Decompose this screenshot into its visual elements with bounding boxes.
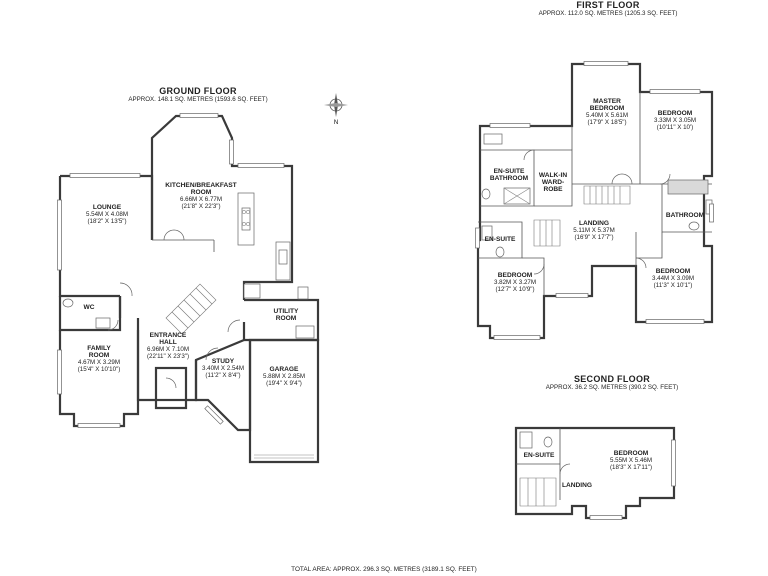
utility-sink bbox=[295, 325, 315, 339]
kitchen-sink bbox=[278, 249, 288, 265]
bedroom-ne-window bbox=[649, 89, 701, 94]
first-floor-outline bbox=[476, 62, 714, 340]
room-label-family: FAMILY ROOM 4.67M X 3.29M (15'4" X 10'10… bbox=[77, 345, 121, 373]
room-label-garage: GARAGE 5.88M X 2.85M (19'4" X 9'4") bbox=[263, 366, 305, 387]
kitchen-double-door bbox=[163, 229, 185, 241]
wc-walls bbox=[58, 296, 122, 332]
room-label-ensuite-bathroom: EN-SUITE BATHROOM bbox=[489, 168, 529, 182]
room-label-kitchen: KITCHEN/BREAKFAST ROOM 6.66M X 6.77M (21… bbox=[165, 182, 237, 210]
utility-unit bbox=[297, 286, 309, 300]
study-door bbox=[205, 347, 219, 361]
room-label-lounge: LOUNGE 5.54M X 4.08M (18'2" X 13'5") bbox=[86, 204, 128, 225]
room-label-bedroom-sw: BEDROOM 3.82M X 3.27M (12'7" X 10'9") bbox=[494, 272, 536, 293]
first-floor-area: APPROX. 112.0 SQ. METRES (1205.3 SQ. FEE… bbox=[538, 10, 678, 17]
bedroom-se-window bbox=[645, 319, 705, 324]
second-floor-area: APPROX. 36.2 SQ. METRES (390.2 SQ. FEET) bbox=[545, 384, 679, 391]
first-floor-heading: FIRST FLOOR APPROX. 112.0 SQ. METRES (12… bbox=[528, 0, 688, 17]
ensuite-second-toilet bbox=[543, 436, 553, 448]
second-floor-outline bbox=[514, 426, 676, 520]
ground-floor-heading: GROUND FLOOR APPROX. 148.1 SQ. METRES (1… bbox=[118, 86, 278, 103]
compass-icon: N bbox=[323, 92, 349, 126]
ground-floor-area: APPROX. 148.1 SQ. METRES (1593.6 SQ. FEE… bbox=[128, 96, 268, 103]
ground-floor-title: GROUND FLOOR bbox=[159, 86, 237, 96]
lounge-window bbox=[69, 173, 141, 178]
compass-north-label: N bbox=[334, 120, 338, 126]
second-floor-staircase bbox=[519, 477, 557, 507]
lounge-door bbox=[119, 282, 133, 297]
room-label-entrance-hall: ENTRANCE HALL 6.96M X 7.10M (22'11" X 23… bbox=[146, 332, 190, 360]
room-label-ensuite-first: EN-SUITE bbox=[484, 236, 516, 243]
kitchen-window bbox=[237, 163, 285, 168]
bedroom-ne-door bbox=[659, 173, 671, 185]
wc-basin bbox=[95, 317, 111, 329]
room-label-ensuite-second: EN-SUITE bbox=[523, 452, 555, 459]
wc-toilet bbox=[62, 298, 74, 308]
lounge-walls bbox=[58, 174, 154, 298]
first-floor-plan bbox=[475, 61, 714, 340]
bathroom-bath bbox=[667, 179, 709, 195]
family-side-window bbox=[57, 349, 62, 395]
second-floor-title: SECOND FLOOR bbox=[573, 374, 651, 384]
lounge-side-window bbox=[57, 199, 62, 271]
room-label-wc: WC bbox=[83, 304, 95, 311]
room-label-bathroom: BATHROOM bbox=[665, 212, 705, 219]
room-label-landing-second: LANDING bbox=[561, 482, 593, 489]
room-label-walk-in-wardrobe: WALK-IN WARD- ROBE bbox=[538, 172, 568, 193]
bedroom-second-window bbox=[589, 515, 623, 520]
kitchen-side-window bbox=[229, 139, 234, 165]
bathroom-toilet bbox=[688, 221, 700, 231]
study-walls bbox=[194, 340, 252, 432]
second-floor-plan bbox=[514, 426, 676, 520]
ensuite-first-shower bbox=[481, 225, 493, 241]
garage-walls bbox=[248, 338, 320, 464]
room-label-bedroom-second: BEDROOM 5.55M X 5.46M (18'3" X 17'11") bbox=[609, 450, 653, 471]
first-floor-staircase bbox=[583, 185, 631, 205]
room-label-landing-first: LANDING 5.11M X 5.37M (16'9" X 17'7") bbox=[573, 220, 615, 241]
room-label-master-bedroom: MASTER BEDROOM 5.40M X 5.61M (17'9" X 18… bbox=[586, 98, 628, 126]
hall-staircase bbox=[165, 283, 217, 335]
bedroom-second-door bbox=[559, 463, 571, 475]
fridge bbox=[243, 283, 261, 299]
master-double-door bbox=[611, 173, 633, 185]
bedroom-sw-window bbox=[493, 335, 541, 340]
utility-door bbox=[227, 319, 241, 333]
second-floor-heading: SECOND FLOOR APPROX. 36.2 SQ. METRES (39… bbox=[532, 374, 692, 391]
room-label-bedroom-ne: BEDROOM 3.33M X 3.05M (10'11" X 10') bbox=[654, 110, 696, 131]
total-area: TOTAL AREA: APPROX. 296.3 SQ. METRES (31… bbox=[291, 566, 477, 573]
room-label-bedroom-se: BEDROOM 3.44M X 3.09M (11'3" X 10'1") bbox=[652, 268, 694, 289]
room-label-study: STUDY 3.40M X 2.54M (11'2" X 8'4") bbox=[202, 358, 244, 379]
hob bbox=[241, 207, 251, 231]
kitchen-bay-window bbox=[179, 113, 219, 118]
front-door bbox=[165, 377, 177, 389]
ground-floor-plan bbox=[57, 113, 320, 464]
master-window bbox=[583, 61, 629, 66]
ensuite-second-shower bbox=[519, 431, 533, 449]
first-floor-title: FIRST FLOOR bbox=[576, 0, 640, 10]
porch bbox=[154, 366, 188, 402]
ensuite-bath-basin bbox=[483, 133, 503, 145]
room-label-utility: UTILITY ROOM bbox=[273, 308, 299, 322]
family-bay-window bbox=[77, 423, 121, 428]
